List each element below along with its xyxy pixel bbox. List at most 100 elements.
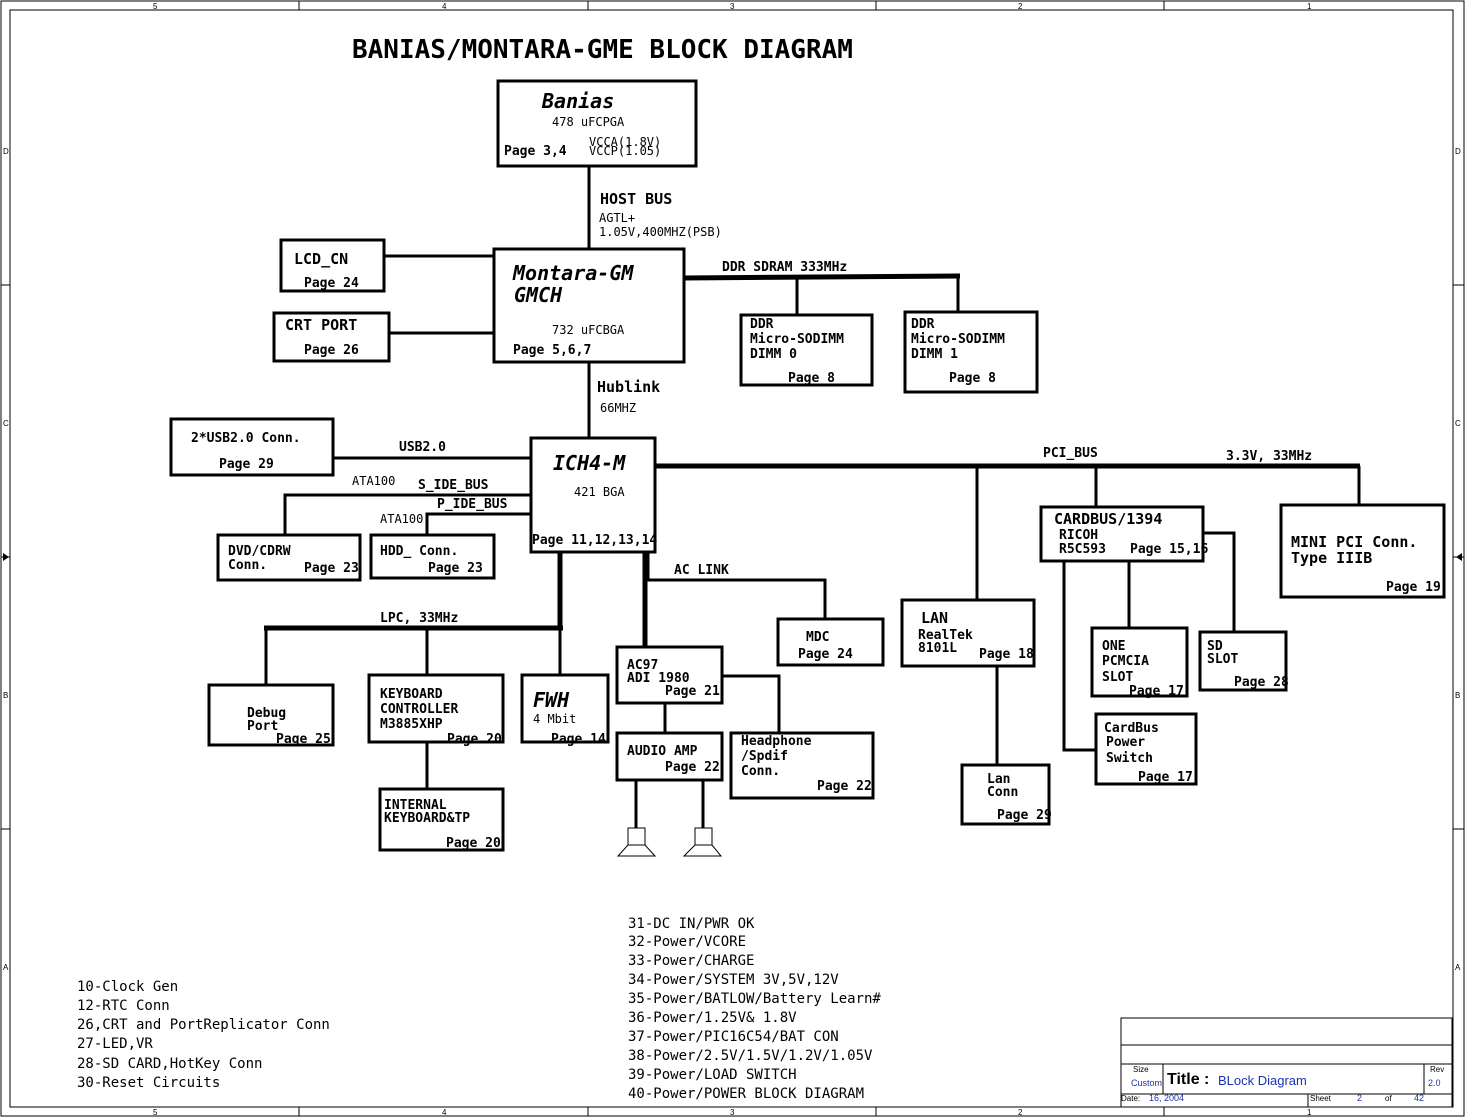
lan-conn-block: Lan Conn Page 29 bbox=[960, 763, 1052, 826]
headphone-line3: Conn. bbox=[741, 764, 780, 779]
zone-right-b: B bbox=[1455, 691, 1460, 700]
host-speed-label: 1.05V,400MHZ(PSB) bbox=[599, 225, 722, 239]
note-mid-item: 38-Power/2.5V/1.5V/1.2V/1.05V bbox=[628, 1048, 873, 1064]
note-mid-item: 31-DC IN/PWR OK bbox=[628, 916, 755, 932]
lan-line1: LAN bbox=[921, 609, 948, 627]
zone-right-a: A bbox=[1455, 963, 1461, 972]
debug-line2: Port bbox=[247, 719, 278, 734]
ddr-bus-label: DDR SDRAM 333MHz bbox=[722, 260, 847, 275]
hdd-conn-block: HDD_ Conn. Page 23 bbox=[369, 533, 496, 580]
zone-bottom-3: 3 bbox=[730, 1108, 735, 1117]
debug-port-block: Debug Port Page 25 bbox=[207, 683, 335, 747]
cbpower-line1: CardBus bbox=[1104, 721, 1159, 736]
zone-left-a: A bbox=[3, 963, 9, 972]
zone-top-3: 3 bbox=[730, 2, 735, 11]
banias-vccp: VCCP(1.05) bbox=[589, 144, 661, 158]
note-left-item: 27-LED,VR bbox=[77, 1036, 153, 1052]
audioamp-page: Page 22 bbox=[665, 760, 720, 775]
size-label: Size bbox=[1133, 1065, 1149, 1074]
mdc-page: Page 24 bbox=[798, 647, 853, 662]
minipci-line1: MINI PCI Conn. bbox=[1291, 533, 1417, 551]
p-ide-bus-label: P_IDE_BUS bbox=[437, 497, 508, 512]
intkb-line2: KEYBOARD&TP bbox=[384, 811, 470, 826]
dimm1-line1: DDR bbox=[911, 317, 935, 332]
zone-bottom-1: 1 bbox=[1307, 1108, 1312, 1117]
ac97-codec-block: AC97 ADI 1980 Page 21 bbox=[615, 645, 724, 705]
lanconn-page: Page 29 bbox=[997, 808, 1052, 823]
audioamp-line1: AUDIO AMP bbox=[627, 744, 698, 759]
note-left-item: 10-Clock Gen bbox=[77, 979, 178, 995]
cbpower-line2: Power bbox=[1106, 735, 1145, 750]
size-value: Custom bbox=[1131, 1078, 1162, 1088]
ac-link-label: AC LINK bbox=[674, 563, 729, 578]
crt-name: CRT PORT bbox=[285, 316, 357, 334]
cardbus-line1: CARDBUS/1394 bbox=[1054, 510, 1162, 528]
lan-block: LAN RealTek 8101L Page 18 bbox=[900, 598, 1036, 668]
zone-top-2: 2 bbox=[1018, 2, 1023, 11]
date-value: 16, 2004 bbox=[1149, 1093, 1184, 1103]
of-value: 42 bbox=[1414, 1093, 1424, 1103]
pcmcia-slot-block: ONE PCMCIA SLOT Page 17 bbox=[1090, 626, 1189, 699]
gmch-package: 732 uFCBGA bbox=[552, 323, 625, 337]
sd-slot-block: SD SLOT Page 28 bbox=[1198, 630, 1289, 692]
zone-left-d: D bbox=[3, 147, 9, 156]
keyboard-controller-block: KEYBOARD CONTROLLER M3885XHP Page 20 bbox=[367, 673, 505, 747]
lanconn-line2: Conn bbox=[987, 785, 1018, 800]
headphone-page: Page 22 bbox=[817, 779, 872, 794]
cardbus-line2: RICOH bbox=[1059, 528, 1098, 543]
lpc-bus-label: LPC, 33MHz bbox=[380, 611, 458, 626]
inner-frame bbox=[9, 9, 1454, 1108]
lcd-name: LCD_CN bbox=[294, 250, 348, 268]
minipci-page: Page 19 bbox=[1386, 580, 1441, 595]
zone-top-5: 5 bbox=[153, 2, 158, 11]
headphone-spdif-block: Headphone /Spdif Conn. Page 22 bbox=[729, 731, 875, 800]
title-label: Title : bbox=[1167, 1071, 1209, 1088]
ich-name: ICH4-M bbox=[553, 451, 626, 475]
banias-vcca: VCCA(1.8V) bbox=[589, 135, 661, 149]
fwh-page: Page 14 bbox=[551, 732, 606, 747]
ac97-line1: AC97 bbox=[627, 658, 658, 673]
usb-name: 2*USB2.0 Conn. bbox=[191, 431, 301, 446]
hublink-speed-label: 66MHZ bbox=[600, 401, 636, 415]
banias-package: 478 uFCPGA bbox=[552, 115, 625, 129]
sheet-label: Sheet bbox=[1310, 1094, 1332, 1103]
host-bus-label: HOST BUS bbox=[600, 190, 672, 208]
cbpower-line3: Switch bbox=[1106, 751, 1153, 766]
ata100-label-2: ATA100 bbox=[380, 512, 423, 526]
minipci-line2: Type IIIB bbox=[1291, 549, 1372, 567]
cardbus-line3: R5C593 bbox=[1059, 542, 1106, 557]
dimm0-page: Page 8 bbox=[788, 371, 835, 386]
notes-left: 10-Clock Gen 12-RTC Conn 26,CRT and Port… bbox=[77, 979, 330, 1091]
dvd-page: Page 23 bbox=[304, 561, 359, 576]
date-label: Date: bbox=[1121, 1094, 1140, 1103]
gmch-block: Montara-GM GMCH 732 uFCBGA Page 5,6,7 bbox=[492, 247, 686, 364]
lanconn-line1: Lan bbox=[987, 772, 1010, 787]
note-mid-item: 40-Power/POWER BLOCK DIAGRAM bbox=[628, 1086, 864, 1102]
usb-conn-block: 2*USB2.0 Conn. Page 29 bbox=[169, 417, 335, 477]
zone-left-b: B bbox=[3, 691, 8, 700]
internal-keyboard-block: INTERNAL KEYBOARD&TP Page 20 bbox=[378, 787, 505, 852]
dvd-cdrw-block: DVD/CDRW Conn. Page 23 bbox=[216, 533, 362, 582]
pci-speed-label: 3.3V, 33MHz bbox=[1226, 449, 1312, 464]
note-mid-item: 37-Power/PIC16C54/BAT CON bbox=[628, 1029, 839, 1045]
zone-right-d: D bbox=[1455, 147, 1461, 156]
hdd-line1: HDD_ Conn. bbox=[380, 544, 458, 559]
ich-package: 421 BGA bbox=[574, 485, 625, 499]
ac97-page: Page 21 bbox=[665, 684, 720, 699]
audio-amp-block: AUDIO AMP Page 22 bbox=[615, 731, 724, 782]
speaker-right-icon bbox=[682, 827, 723, 857]
cardbus-1394-block: CARDBUS/1394 RICOH R5C593 Page 15,16 bbox=[1039, 505, 1208, 563]
pcmcia-line3: SLOT bbox=[1102, 670, 1133, 685]
hublink-label: Hublink bbox=[597, 378, 660, 396]
banias-name: Banias bbox=[541, 89, 614, 113]
headphone-line2: /Spdif bbox=[741, 749, 788, 764]
note-left-item: 12-RTC Conn bbox=[77, 998, 170, 1014]
zone-top-4: 4 bbox=[442, 2, 447, 11]
note-left-item: 30-Reset Circuits bbox=[77, 1075, 220, 1091]
note-left-item: 26,CRT and PortReplicator Conn bbox=[77, 1017, 330, 1033]
pcmcia-line2: PCMCIA bbox=[1102, 654, 1149, 669]
zone-bottom-2: 2 bbox=[1018, 1108, 1023, 1117]
gmch-name-2: GMCH bbox=[514, 283, 563, 307]
sd-line2: SLOT bbox=[1207, 652, 1238, 667]
